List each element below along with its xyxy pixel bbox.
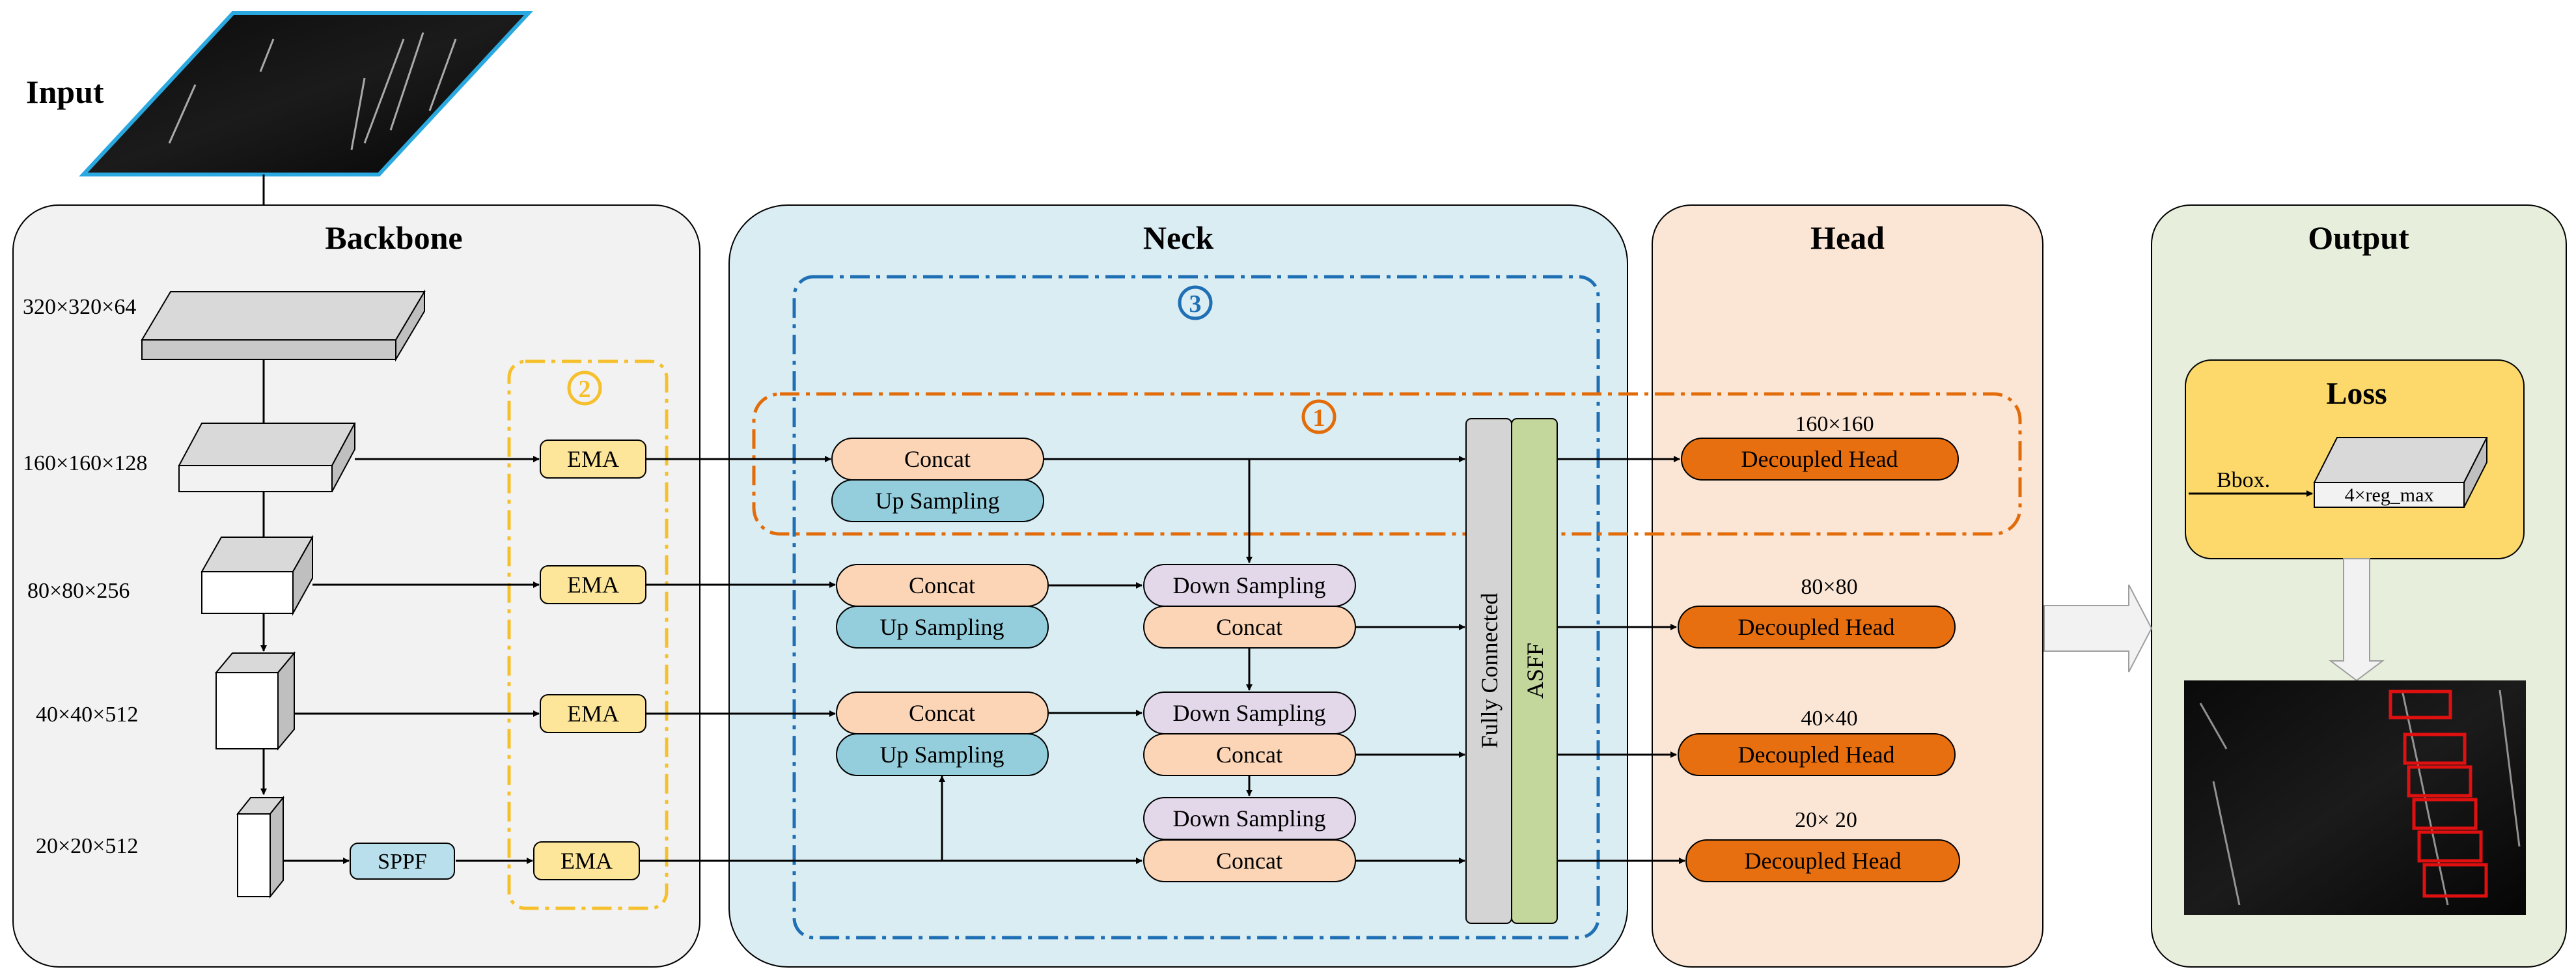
detection-boxes [2389,690,2488,898]
svg-text:1: 1 [1313,404,1325,432]
marker-three: 3 [1178,285,1213,320]
svg-text:Concat: Concat [1216,848,1282,874]
head-to-output-arrow [2043,584,2153,673]
ema-region [507,359,669,910]
ema-block-4: EMA [533,841,640,880]
feature-block-160 [178,423,356,492]
svg-text:ASFF: ASFF [1522,643,1548,699]
output-image [2184,680,2526,915]
input-label: Input [26,74,104,110]
upsampling-node-2: Up Sampling [836,606,1049,649]
feature-block-40 [214,651,296,751]
backbone-title: Backbone [325,219,462,256]
decoupled-head-2: Decoupled Head [1678,606,1956,649]
feature-block-320 [141,289,426,362]
svg-text:3: 3 [1189,290,1202,318]
decoupled-head-1: Decoupled Head [1681,438,1959,481]
concat-node-2: Concat [836,564,1049,607]
size-320: 320×320×64 [23,295,136,319]
svg-text:Loss: Loss [2326,376,2387,411]
svg-text:Concat: Concat [904,446,971,472]
head-size-80: 80×80 [1801,575,1857,599]
asff-block: ASFF [1511,418,1558,924]
svg-text:Fully Connected: Fully Connected [1476,593,1503,749]
svg-text:EMA: EMA [567,701,619,727]
concat-node-6: Concat [1143,839,1356,882]
upsampling-node-3: Up Sampling [836,733,1049,776]
loss-to-image-arrow [2329,558,2385,682]
ema-block-2: EMA [540,565,646,604]
upsampling-node-1: Up Sampling [831,479,1044,522]
input-image [79,11,533,176]
neck-region [792,275,1600,940]
svg-text:Concat: Concat [1216,614,1282,640]
concat-node-5: Concat [1143,733,1356,776]
head-size-160: 160×160 [1795,412,1874,436]
head-title: Head [1810,219,1885,256]
svg-text:SPPF: SPPF [378,850,427,874]
size-160: 160×160×128 [23,451,147,475]
svg-text:Decoupled Head: Decoupled Head [1741,446,1898,472]
svg-text:Down Sampling: Down Sampling [1172,805,1325,831]
svg-text:EMA: EMA [561,848,613,874]
backbone-panel [12,204,700,968]
downsampling-node-2: Down Sampling [1143,692,1356,734]
output-title: Output [2308,219,2409,256]
reg-block [2313,437,2488,508]
svg-text:Down Sampling: Down Sampling [1172,700,1325,726]
head-size-40: 40×40 [1801,706,1857,731]
marker-two: 2 [567,370,602,406]
downsampling-node-3: Down Sampling [1143,797,1356,840]
concat-node-4: Concat [1143,606,1356,649]
head-panel [1652,204,2043,968]
svg-text:Concat: Concat [909,700,975,726]
downsampling-node-1: Down Sampling [1143,564,1356,607]
svg-text:Concat: Concat [1216,742,1282,768]
concat-node-1: Concat [831,438,1044,481]
size-80: 80×80×256 [27,579,130,603]
size-40: 40×40×512 [36,703,138,727]
ema-block-1: EMA [540,440,646,479]
svg-text:EMA: EMA [567,446,619,472]
decoupled-head-4: Decoupled Head [1685,839,1960,882]
svg-text:2: 2 [579,376,591,403]
fully-connected-block: Fully Connected [1465,418,1512,924]
svg-text:EMA: EMA [567,572,619,598]
reg-label: 4×reg_max [2345,484,2434,506]
svg-text:Decoupled Head: Decoupled Head [1745,848,1902,874]
neck-title: Neck [1143,219,1213,256]
svg-text:Decoupled Head: Decoupled Head [1738,614,1895,640]
decoupled-head-3: Decoupled Head [1678,733,1956,776]
concat-node-3: Concat [836,692,1049,734]
svg-text:Concat: Concat [909,572,975,598]
svg-text:Up Sampling: Up Sampling [875,488,999,514]
sppf-block: SPPF [350,843,455,880]
feature-block-80 [201,535,314,616]
ema-block-3: EMA [540,694,646,733]
size-20: 20×20×512 [36,834,138,858]
bbox-label: Bbox. [2217,468,2270,492]
feature-block-20 [236,796,285,899]
head-size-20: 20× 20 [1795,808,1857,832]
svg-text:Up Sampling: Up Sampling [879,742,1004,768]
svg-text:Up Sampling: Up Sampling [879,614,1004,640]
svg-text:Decoupled Head: Decoupled Head [1738,742,1895,768]
svg-text:Down Sampling: Down Sampling [1172,572,1325,598]
marker-one: 1 [1301,399,1336,434]
